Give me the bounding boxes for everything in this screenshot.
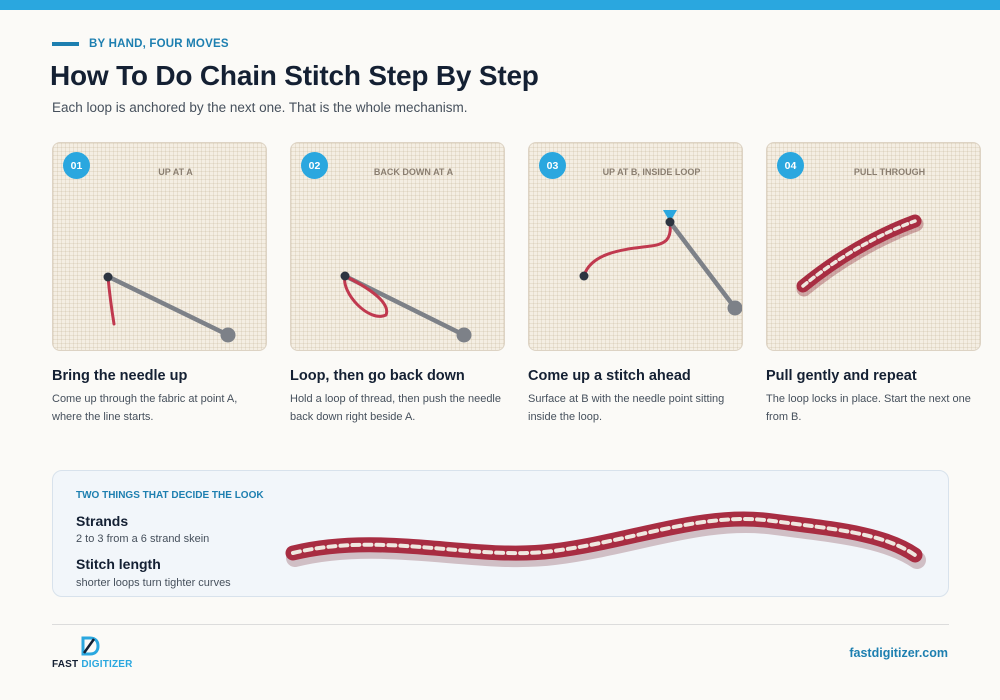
thread-loop-icon xyxy=(343,274,389,318)
step-illustration-3: 03 UP AT B, INSIDE LOOP xyxy=(528,142,743,351)
up-at-b-illustration xyxy=(579,210,742,316)
step-number-badge: 03 xyxy=(539,152,566,179)
loop-back-down-illustration xyxy=(340,271,472,343)
kicker-text: BY HAND, FOUR MOVES xyxy=(89,38,229,50)
needle-eye-icon xyxy=(220,327,236,343)
pull-through-illustration xyxy=(796,214,924,297)
step-card-3: 03 UP AT B, INSIDE LOOP Come up a stitch… xyxy=(528,142,743,426)
step-panel-label: PULL THROUGH xyxy=(853,167,926,177)
step-title: Pull gently and repeat xyxy=(766,368,917,384)
look-item-desc: 2 to 3 from a 6 strand skein xyxy=(76,533,210,545)
look-kicker: TWO THINGS THAT DECIDE THE LOOK xyxy=(76,490,264,501)
step-description: Hold a loop of thread, then push the nee… xyxy=(290,393,501,423)
point-b-icon xyxy=(665,217,675,227)
point-a-icon xyxy=(340,271,350,281)
step-title: Come up a stitch ahead xyxy=(528,368,691,384)
needle-icon xyxy=(667,219,738,311)
step-illustration-4: 04 PULL THROUGH xyxy=(766,142,981,351)
step-panel-label: UP AT B, INSIDE LOOP xyxy=(602,167,701,177)
step-panel-label: BACK DOWN AT A xyxy=(373,167,454,177)
chain-stitch-icon xyxy=(796,214,922,293)
step-number-badge: 02 xyxy=(301,152,328,179)
page-subtitle: Each loop is anchored by the next one. T… xyxy=(52,100,468,115)
kicker-bar xyxy=(52,42,79,46)
needle-icon xyxy=(106,274,231,338)
step-illustration-1: 01 UP AT A xyxy=(52,142,267,351)
brand-logo: FAST DIGITIZER xyxy=(52,636,132,674)
step-panel-label: UP AT A xyxy=(158,167,193,177)
step-description: Surface at B with the needle point sitti… xyxy=(528,393,725,423)
step-card-2: 02 BACK DOWN AT A Loop, then go back dow… xyxy=(290,142,505,426)
step-title: Bring the needle up xyxy=(52,368,188,384)
top-accent-bar xyxy=(0,0,1000,10)
point-a-icon xyxy=(579,271,589,281)
page-title: How To Do Chain Stitch Step By Step xyxy=(50,60,539,91)
chain-stitch-sample xyxy=(285,511,926,569)
step-illustration-2: 02 BACK DOWN AT A xyxy=(290,142,505,351)
step-card-1: 01 UP AT A Bring the needle up Come up t… xyxy=(52,142,267,426)
step-number-badge: 01 xyxy=(63,152,90,179)
needle-eye-icon xyxy=(727,300,742,316)
footer-divider xyxy=(52,624,949,625)
footer-url-link[interactable]: fastdigitizer.com xyxy=(849,646,948,660)
thread-icon xyxy=(106,275,116,326)
look-item-desc: shorter loops turn tighter curves xyxy=(76,577,231,589)
pointer-arrow-icon xyxy=(663,210,677,222)
look-item-title: Strands xyxy=(76,513,129,529)
needle-up-illustration xyxy=(103,272,236,343)
step-card-4: 04 PULL THROUGH Pull gently and repeat T… xyxy=(766,142,981,426)
step-description: Come up through the fabric at point A, w… xyxy=(52,393,238,423)
point-a-icon xyxy=(103,272,113,282)
logo-mark-icon xyxy=(81,636,100,656)
look-panel: TWO THINGS THAT DECIDE THE LOOK Strands … xyxy=(52,470,949,597)
header-kicker: BY HAND, FOUR MOVES xyxy=(52,38,229,50)
step-number-badge: 04 xyxy=(777,152,804,179)
look-item-title: Stitch length xyxy=(76,556,161,572)
thread-icon xyxy=(582,220,672,278)
needle-eye-icon xyxy=(456,327,472,343)
logo-text: FAST DIGITIZER xyxy=(52,659,133,670)
step-title: Loop, then go back down xyxy=(290,368,465,384)
step-description: The loop locks in place. Start the next … xyxy=(766,393,971,423)
